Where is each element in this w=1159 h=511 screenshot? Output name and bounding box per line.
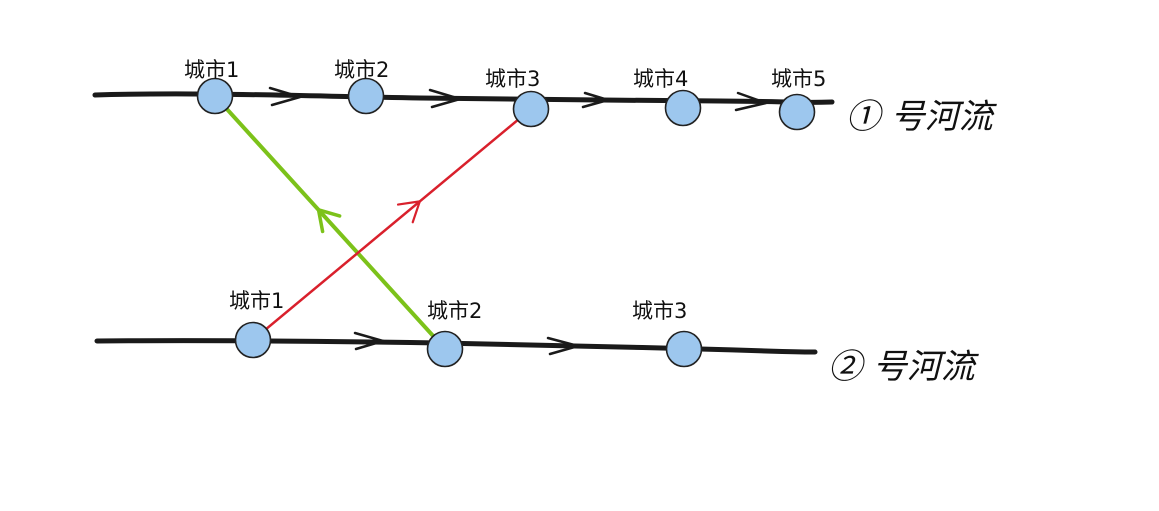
river-1-city-label: 城市2 (334, 58, 389, 82)
river-1-flow-arrow (268, 86, 302, 107)
river-1-flow-arrow (734, 91, 768, 112)
river-1-cities: 城市1 城市2 城市3 城市4 城市5 (184, 58, 826, 131)
river-2-cities: 城市1 城市2 城市3 (229, 289, 703, 368)
river-1-city-node[interactable] (512, 90, 550, 128)
cross-link-arrowhead (396, 200, 421, 224)
river-1-city-label: 城市5 (771, 67, 826, 91)
river-1-flow-arrow (581, 91, 610, 109)
river-2-city-label: 城市2 (427, 299, 482, 323)
river-2-line (94, 338, 818, 355)
river-1-city-node[interactable] (347, 77, 385, 115)
cross-link-line (213, 94, 447, 351)
cross-link-arrowhead (316, 208, 342, 234)
river-2-city-label: 城市1 (229, 289, 284, 313)
river-1-city-node[interactable] (664, 89, 702, 127)
river-1-flow-arrow (428, 88, 462, 109)
river-1-city-node[interactable] (196, 77, 234, 115)
river-2-city-node[interactable] (665, 330, 703, 368)
river-1-city-label: 城市1 (184, 58, 239, 82)
river-2-label: ② 号河流 (828, 347, 980, 387)
river-2-city-node[interactable] (234, 321, 272, 359)
links-layer (213, 94, 533, 351)
river-2-flow-arrow (546, 336, 580, 356)
river-1-city-label: 城市3 (485, 67, 540, 91)
river-1-city-node[interactable] (778, 93, 816, 131)
cross-link-line (251, 107, 533, 342)
river-2-city-label: 城市3 (632, 299, 687, 323)
river-1-label: ① 号河流 (846, 97, 998, 137)
river-2-flow-arrow (353, 331, 385, 351)
river-1-city-label: 城市4 (633, 67, 688, 91)
river-2-city-node[interactable] (426, 330, 464, 368)
